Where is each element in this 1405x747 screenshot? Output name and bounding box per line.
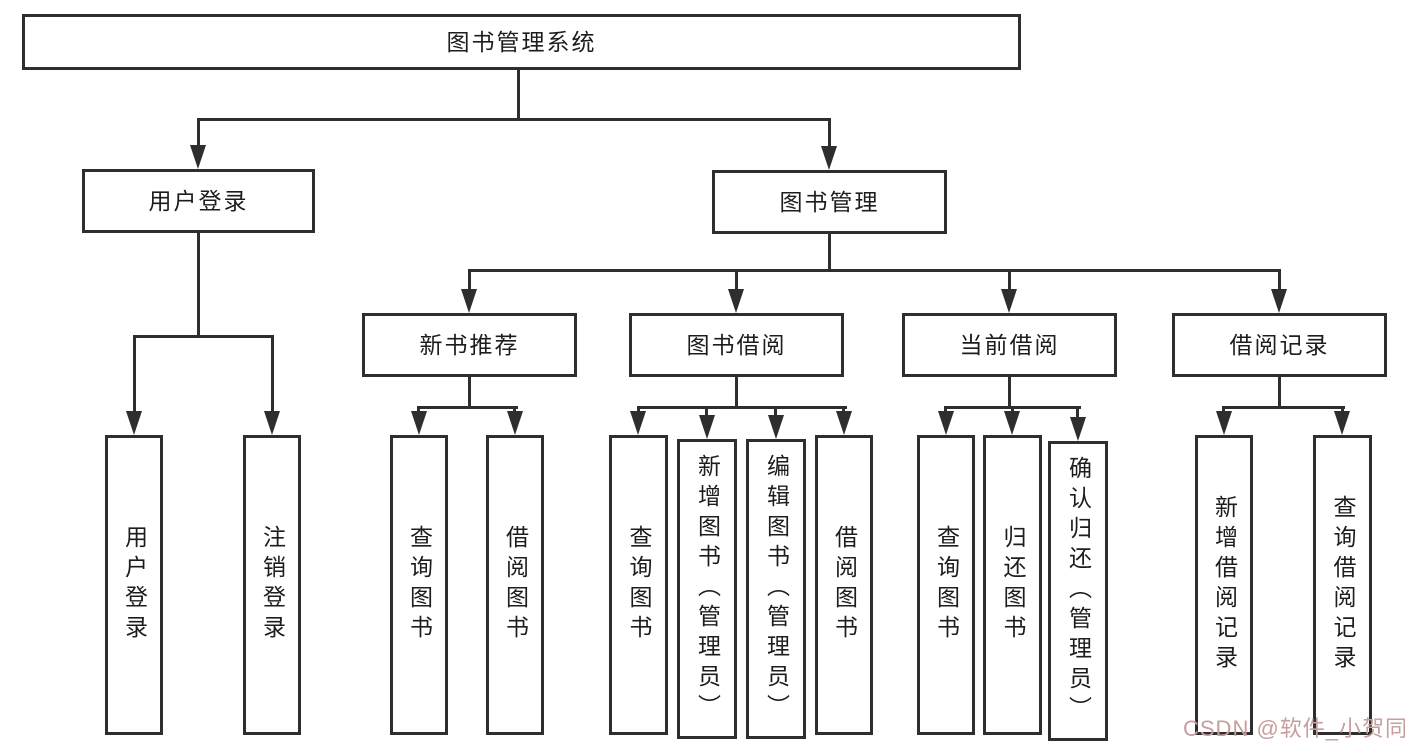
edge-user-login-rail	[133, 335, 274, 338]
node-br-add-record: 新增借阅记录	[1195, 435, 1253, 735]
edge-borrow-records-rail	[1222, 406, 1345, 409]
edge-drop-br-add	[1222, 406, 1225, 413]
edge-root-trunk	[517, 69, 520, 119]
node-cb-query-books: 查询图书	[917, 435, 975, 735]
edge-drop-bb-query	[637, 406, 640, 413]
node-new-book-recommend: 新书推荐	[362, 313, 577, 377]
node-logout: 注销登录	[243, 435, 301, 735]
node-bb-edit-book-admin: 编辑图书（管理员）	[746, 439, 806, 739]
node-current-borrow: 当前借阅	[902, 313, 1117, 377]
edge-drop-bb-add	[705, 406, 708, 417]
edge-drop-cb-confirm	[1076, 406, 1079, 419]
arrow-br-add	[1216, 411, 1232, 435]
edge-borrow-records-trunk	[1278, 377, 1281, 408]
edge-drop-bb-edit	[774, 406, 777, 417]
edge-root-drop-book-management	[828, 118, 831, 146]
node-user-login: 用户登录	[105, 435, 163, 735]
node-bb-add-book-admin: 新增图书（管理员）	[677, 439, 737, 739]
edge-drop-logout	[271, 335, 274, 411]
node-root: 图书管理系统	[22, 14, 1021, 70]
edge-drop-bb-borrow	[842, 406, 845, 413]
arrow-borrow-records	[1271, 289, 1287, 313]
node-br-query-record: 查询借阅记录	[1313, 435, 1372, 735]
node-book-borrow: 图书借阅	[629, 313, 844, 377]
edge-new-book-rail	[417, 406, 518, 409]
node-nbr-query-books: 查询图书	[390, 435, 448, 735]
edge-new-book-trunk	[468, 377, 471, 408]
edge-drop-borrow-records	[1278, 269, 1281, 290]
arrow-logout	[264, 411, 280, 435]
edge-book-borrow-rail	[637, 406, 847, 409]
node-cb-return-books: 归还图书	[983, 435, 1042, 735]
edge-book-borrow-trunk	[735, 377, 738, 408]
edge-drop-new-book-recommend	[468, 269, 471, 290]
arrow-user-login-group	[190, 145, 206, 169]
arrow-new-book-recommend	[461, 289, 477, 313]
node-nbr-borrow-books: 借阅图书	[486, 435, 544, 735]
arrow-bb-edit	[768, 415, 784, 439]
node-book-management: 图书管理	[712, 170, 947, 234]
node-user-login-group: 用户登录	[82, 169, 315, 233]
edge-drop-user-login-leaf	[133, 335, 136, 411]
edge-root-rail	[197, 118, 831, 121]
arrow-current-borrow	[1001, 289, 1017, 313]
edge-drop-cb-query	[944, 406, 947, 413]
node-cb-confirm-return-admin: 确认归还（管理员）	[1048, 441, 1108, 741]
node-bb-query-books: 查询图书	[609, 435, 668, 735]
node-bb-borrow-books: 借阅图书	[815, 435, 873, 735]
arrow-bb-borrow	[836, 411, 852, 435]
edge-root-drop-user-login	[197, 118, 200, 146]
arrow-cb-confirm	[1070, 417, 1086, 441]
edge-drop-nbr-query	[417, 406, 420, 413]
arrow-cb-return	[1004, 411, 1020, 435]
arrow-nbr-query	[411, 411, 427, 435]
edge-drop-nbr-borrow	[513, 406, 516, 413]
edge-book-management-trunk	[828, 234, 831, 271]
edge-book-management-rail	[468, 269, 1281, 272]
arrow-bb-query	[630, 411, 646, 435]
arrow-user-login-leaf	[126, 411, 142, 435]
csdn-watermark: CSDN @软件_小贺同学	[1183, 716, 1405, 741]
edge-drop-br-query	[1341, 406, 1344, 413]
edge-drop-current-borrow	[1008, 269, 1011, 290]
arrow-bb-add	[699, 415, 715, 439]
edge-current-borrow-trunk	[1008, 377, 1011, 408]
arrow-book-management	[821, 146, 837, 170]
edge-drop-cb-return	[1011, 406, 1014, 413]
arrow-nbr-borrow	[507, 411, 523, 435]
arrow-cb-query	[938, 411, 954, 435]
arrow-book-borrow	[728, 289, 744, 313]
arrow-br-query	[1334, 411, 1350, 435]
edge-user-login-trunk	[197, 233, 200, 337]
node-borrow-records: 借阅记录	[1172, 313, 1387, 377]
edge-drop-book-borrow	[735, 269, 738, 290]
